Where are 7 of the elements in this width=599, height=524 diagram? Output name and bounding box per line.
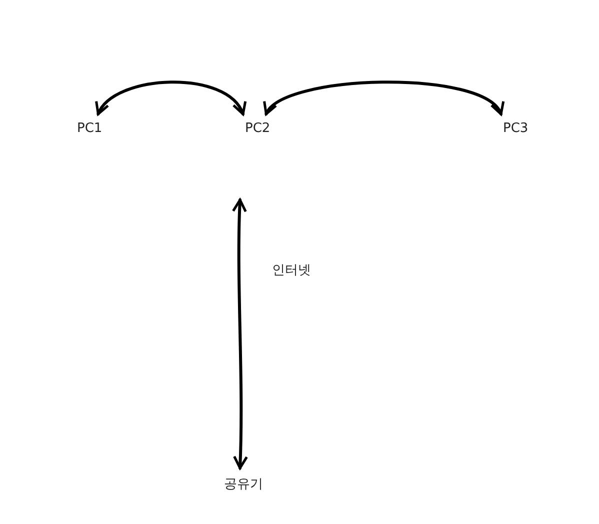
node-label: PC1 — [77, 120, 102, 138]
double-arrow — [264, 80, 502, 116]
double-arrow — [96, 80, 244, 116]
node-label: PC2 — [245, 120, 270, 138]
node-label: 공유기 — [224, 476, 263, 494]
double-arrow — [232, 198, 248, 470]
node-label: PC3 — [503, 120, 528, 138]
